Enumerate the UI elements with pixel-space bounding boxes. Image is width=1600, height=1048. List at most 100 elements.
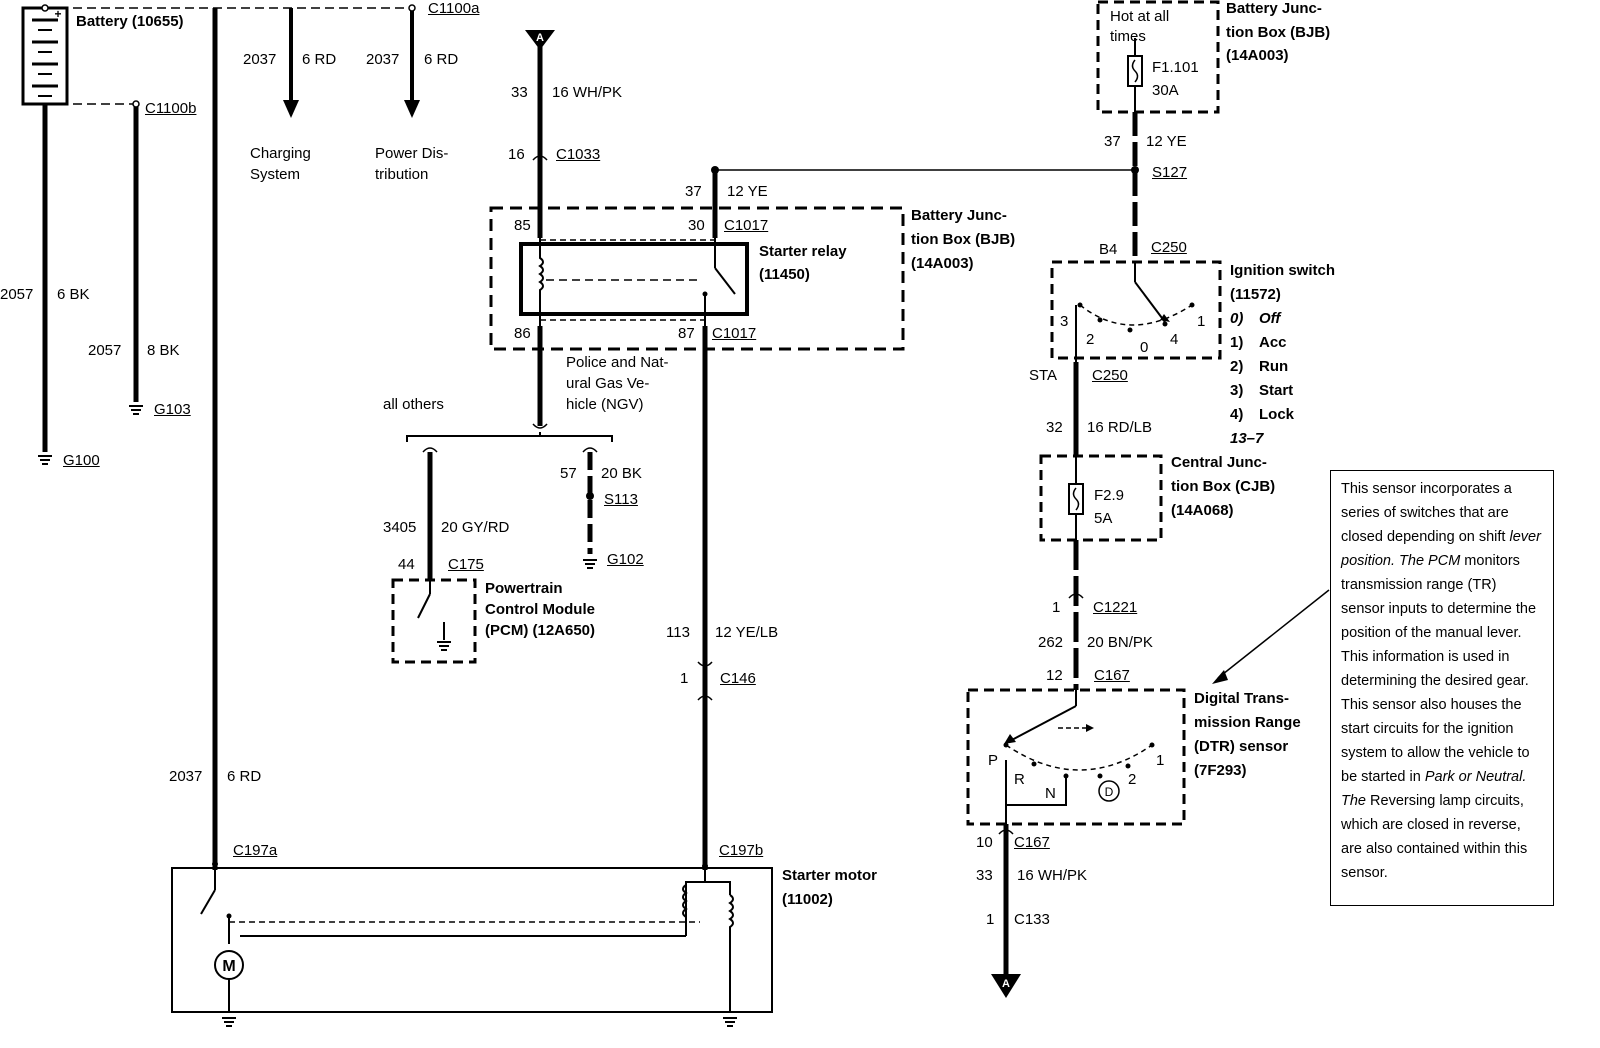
page-ref-bottom-arrow	[991, 974, 1021, 998]
starter-motor-box	[171, 867, 773, 1013]
battery-plus: +	[54, 7, 61, 21]
branch-bracket	[406, 435, 613, 442]
dtr-line1: Digital Trans-	[1194, 690, 1290, 707]
wire-37-bjb-circuit: 37	[1104, 133, 1121, 150]
splice-s113: S113	[604, 491, 638, 508]
fuse-f29-amps: 5A	[1094, 510, 1113, 527]
wire-37-relay-gauge: 12 YE	[727, 183, 768, 200]
ign-terminal-4: 4	[1170, 331, 1179, 348]
c1033-pin: 16	[508, 146, 525, 163]
c167-top-pin: 12	[1046, 667, 1063, 684]
wire-2057-8bk-gauge: 8 BK	[147, 342, 180, 359]
connector-c1100b: C1100b	[145, 100, 197, 117]
ignition-switch-line2: (11572)	[1230, 286, 1281, 303]
bjb-top-line1: Battery Junc-	[1226, 0, 1322, 17]
dtr-position-1: 1	[1156, 752, 1165, 769]
wire-262-gauge: 20 BN/PK	[1087, 634, 1153, 651]
bjb-top-box	[1096, 0, 1220, 114]
pcm-box	[391, 578, 477, 664]
cjb-line3: (14A068)	[1171, 502, 1234, 519]
ign-terminal-3: 3	[1060, 313, 1069, 330]
c133-pin: 1	[986, 911, 995, 928]
dtr-line4: (7F293)	[1194, 762, 1247, 779]
starter-motor-line1: Starter motor	[782, 867, 878, 884]
wire-2037-starter-gauge: 6 RD	[227, 768, 262, 785]
c250-pin-b4: B4	[1099, 241, 1118, 258]
charging-system-line2: System	[250, 166, 301, 183]
fuse-f1101-label: F1.101	[1152, 59, 1199, 76]
wire-3405-gauge: 20 GY/RD	[441, 519, 510, 536]
ign-pos-2-name: Run	[1259, 358, 1289, 375]
cjb-box	[1039, 454, 1163, 542]
dtr-sensor-box	[966, 688, 1186, 826]
pcm-line2: Control Module	[485, 601, 595, 618]
page-ref-top: A	[536, 32, 544, 44]
wire-57-gauge: 20 BK	[601, 465, 642, 482]
wire-57-circuit: 57	[560, 465, 577, 482]
dtr-position-r: R	[1014, 771, 1025, 788]
wire-262-circuit: 262	[1038, 634, 1064, 651]
ign-pos-2-num: 2)	[1230, 358, 1244, 375]
ign-terminal-1: 1	[1197, 313, 1206, 330]
ignition-switch-line1: Ignition switch	[1230, 262, 1335, 279]
connector-c175: C175	[448, 556, 484, 573]
starter-field-coil-2	[728, 894, 734, 1012]
connector-c250-bottom: C250	[1092, 367, 1128, 384]
page-ref-bottom: A	[1002, 978, 1010, 990]
wire-37-bjb-gauge: 12 YE	[1146, 133, 1187, 150]
ign-pos-4-name: Lock	[1259, 406, 1295, 423]
connector-c146: C146	[720, 670, 756, 687]
bjb-hot-line2: times	[1110, 28, 1146, 45]
dtr-position-p: P	[988, 752, 999, 769]
starter-motor-line2: (11002)	[782, 891, 833, 908]
fuse-f29-label: F2.9	[1094, 487, 1125, 504]
c146-pin: 1	[680, 670, 689, 687]
note-text-2: monitors transmission range (TR) sensor …	[1341, 553, 1537, 785]
wire-2057-6bk-circuit: 2057	[0, 286, 34, 303]
relay-coil	[538, 246, 544, 314]
connector-c1221: C1221	[1093, 599, 1138, 616]
police-ngv-line2: ural Gas Ve-	[566, 375, 650, 392]
wire-2037-charging-gauge: 6 RD	[302, 51, 337, 68]
ign-terminal-0: 0	[1140, 339, 1149, 356]
c175-pin: 44	[398, 556, 415, 573]
dtr-line3: (DTR) sensor	[1194, 738, 1289, 755]
wire-33-bottom-circuit: 33	[976, 867, 993, 884]
relay-pin-87: 87	[678, 325, 695, 342]
power-distribution-line2: tribution	[375, 166, 429, 183]
note-text-italic-1: lever position. The PCM	[1341, 529, 1541, 569]
wire-2037-power-circuit: 2037	[366, 51, 400, 68]
charging-system-line1: Charging	[250, 145, 311, 162]
bjb-top-line3: (14A003)	[1226, 47, 1289, 64]
wire-32-circuit: 32	[1046, 419, 1063, 436]
ign-pos-0-name: Off	[1259, 310, 1281, 327]
bjb-relay-box	[489, 206, 905, 351]
relay-pin-86: 86	[514, 325, 531, 342]
cjb-line2: tion Box (CJB)	[1171, 478, 1276, 495]
bjb-relay-line2: tion Box (BJB)	[911, 231, 1016, 248]
note-text-1: This sensor incorporates a series of swi…	[1341, 481, 1512, 545]
c250-pin-sta: STA	[1029, 367, 1058, 384]
ign-pos-3-num: 3)	[1230, 382, 1244, 399]
starter-field-coil-1	[682, 884, 688, 918]
connector-c250-top: C250	[1151, 239, 1187, 256]
wire-2037-charging	[283, 8, 299, 118]
connector-c197a: C197a	[233, 842, 278, 859]
ign-pos-0-num: 0)	[1230, 310, 1244, 327]
sensor-note-box: This sensor incorporates a series of swi…	[1330, 470, 1554, 906]
dtr-position-2: 2	[1128, 771, 1137, 788]
connector-c1100a: C1100a	[428, 0, 480, 17]
bjb-top-line2: tion Box (BJB)	[1226, 24, 1331, 41]
wire-113-circuit: 113	[666, 624, 690, 641]
ign-pos-4-num: 4)	[1230, 406, 1244, 423]
c1221-pin: 1	[1052, 599, 1061, 616]
connector-c1033: C1033	[556, 146, 601, 163]
connector-c197b: C197b	[719, 842, 764, 859]
connector-c1017-bottom: C1017	[712, 325, 757, 342]
battery-positive-bus	[41, 4, 416, 12]
all-others-label: all others	[383, 396, 444, 413]
ignition-ref: 13–7	[1230, 430, 1264, 447]
battery-label: Battery (10655)	[76, 13, 184, 30]
bjb-relay-line1: Battery Junc-	[911, 207, 1007, 224]
